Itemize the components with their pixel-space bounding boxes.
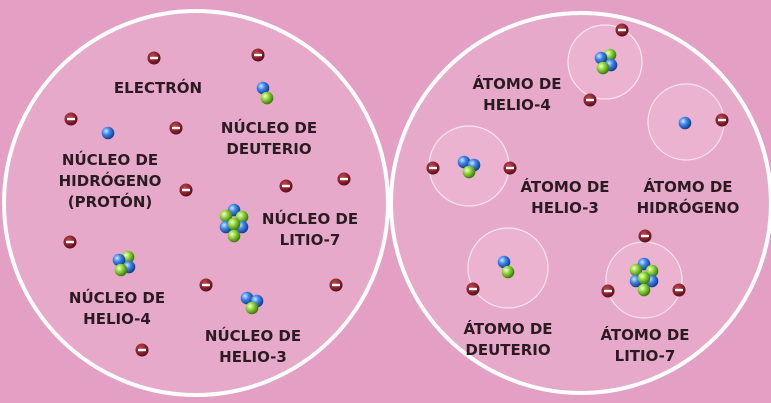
label-hydrogen-nucleus-3: (PROTÓN): [68, 192, 153, 211]
neutron-icon: [219, 209, 233, 223]
label-deuterium-atom-1: ÁTOMO DE: [463, 319, 552, 338]
left-panel: ELECTRÓN NÚCLEO DE DEUTERIO NÚCLEO DE HI…: [2, 9, 390, 397]
electron-icon: [251, 48, 265, 62]
electron-icon: [503, 161, 517, 175]
label-helium3-nucleus-2: HELIO-3: [219, 348, 287, 366]
label-hydrogen-nucleus-1: NÚCLEO DE: [62, 150, 158, 169]
helium3-atom-nucleus: [457, 155, 481, 179]
label-hydrogen-atom-2: HIDRÓGENO: [637, 198, 740, 217]
left-nuclei: [101, 81, 274, 315]
electron-icon: [601, 284, 615, 298]
neutron-icon: [501, 265, 515, 279]
label-lithium-nucleus-1: NÚCLEO DE: [262, 209, 358, 228]
helium4-atom-nucleus: [594, 48, 618, 75]
label-lithium-nucleus-2: LITIO-7: [280, 231, 341, 249]
proton-icon: [594, 51, 608, 65]
neutron-icon: [462, 165, 476, 179]
neutron-icon: [637, 271, 651, 285]
hydrogen-nucleus: [101, 126, 115, 140]
label-electron: ELECTRÓN: [114, 78, 202, 97]
label-helium4-nucleus-1: NÚCLEO DE: [69, 288, 165, 307]
label-helium4-atom-1: ÁTOMO DE: [472, 74, 561, 93]
label-helium3-nucleus-1: NÚCLEO DE: [205, 326, 301, 345]
electron-icon: [672, 283, 686, 297]
proton-icon: [678, 116, 692, 130]
left-electrons: [63, 48, 351, 357]
neutron-icon: [227, 229, 241, 243]
proton-icon: [101, 126, 115, 140]
electron-icon: [583, 93, 597, 107]
proton-icon: [256, 81, 270, 95]
neutron-icon: [629, 263, 643, 277]
electron-icon: [169, 121, 183, 135]
label-hydrogen-nucleus-2: HIDRÓGENO: [59, 171, 162, 190]
proton-icon: [112, 253, 126, 267]
electron-icon: [279, 179, 293, 193]
electron-icon: [337, 172, 351, 186]
neutron-icon: [114, 263, 128, 277]
electron-icon: [426, 161, 440, 175]
label-helium3-atom-2: HELIO-3: [531, 199, 599, 217]
proton-icon: [497, 255, 511, 269]
label-hydrogen-atom-1: ÁTOMO DE: [643, 177, 732, 196]
electron-icon: [179, 183, 193, 197]
right-electrons: [426, 23, 729, 298]
deuterium-nucleus: [256, 81, 274, 105]
electron-icon: [147, 51, 161, 65]
electron-icon: [199, 278, 213, 292]
helium4-nucleus: [112, 250, 136, 277]
neutron-icon: [260, 91, 274, 105]
electron-icon: [329, 278, 343, 292]
electron-icon: [715, 113, 729, 127]
helium3-nucleus: [240, 291, 264, 315]
neutron-icon: [227, 217, 241, 231]
electron-icon: [135, 343, 149, 357]
label-lithium-atom-2: LITIO-7: [615, 347, 676, 365]
label-deuterium-nucleus-1: NÚCLEO DE: [221, 118, 317, 137]
neutron-icon: [596, 61, 610, 75]
right-panel: ÁTOMO DE HELIO-4 ÁTOMO DE HELIO-3 ÁTOMO …: [389, 11, 771, 395]
lithium7-atom-nucleus: [629, 257, 659, 297]
electron-icon: [466, 282, 480, 296]
electron-icon: [615, 23, 629, 37]
neutron-icon: [245, 301, 259, 315]
electron-icon: [64, 112, 78, 126]
lithium7-nucleus: [219, 203, 249, 243]
left-panel-circle: [2, 9, 390, 397]
hydrogen-atom-nucleus: [678, 116, 692, 130]
label-deuterium-atom-2: DEUTERIO: [465, 341, 550, 359]
label-deuterium-nucleus-2: DEUTERIO: [226, 140, 311, 158]
label-helium3-atom-1: ÁTOMO DE: [520, 177, 609, 196]
label-helium4-atom-2: HELIO-4: [483, 96, 551, 114]
proton-icon: [457, 155, 471, 169]
electron-icon: [63, 235, 77, 249]
neutron-icon: [637, 283, 651, 297]
deuterium-atom-nucleus: [497, 255, 515, 279]
right-nuclei: [457, 48, 692, 297]
label-helium4-nucleus-2: HELIO-4: [83, 310, 151, 328]
proton-icon: [240, 291, 254, 305]
electron-icon: [638, 229, 652, 243]
label-lithium-atom-1: ÁTOMO DE: [600, 325, 689, 344]
